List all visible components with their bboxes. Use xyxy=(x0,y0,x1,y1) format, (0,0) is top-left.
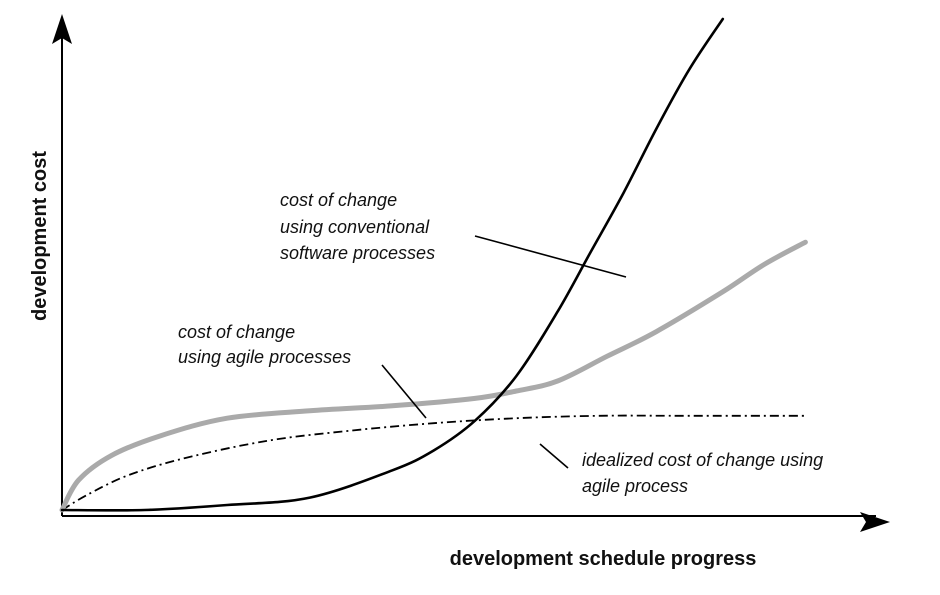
annotation-idealized-line-2: agile process xyxy=(582,476,688,496)
annotation-agile: cost of change using agile processes xyxy=(178,322,351,367)
annotation-conventional-line-1: cost of change xyxy=(280,190,397,210)
annotation-agile-line-1: cost of change xyxy=(178,322,295,342)
y-axis-arrow-icon xyxy=(52,14,72,44)
series-line-agile xyxy=(59,239,808,513)
annotation-idealized: idealized cost of change using agile pro… xyxy=(582,450,828,496)
annotation-conventional: cost of change using conventional softwa… xyxy=(280,190,435,263)
annotation-conventional-line-2: using conventional xyxy=(280,217,430,237)
x-axis-label: development schedule progress xyxy=(450,548,757,570)
annotation-agile-line-2: using agile processes xyxy=(178,347,351,367)
series-line-conventional xyxy=(60,17,725,512)
series-line-idealized xyxy=(61,414,806,511)
y-axis-label: development cost xyxy=(29,151,51,321)
leader-line-agile xyxy=(381,364,427,419)
annotation-idealized-line-1: idealized cost of change using xyxy=(582,450,823,470)
x-axis-arrow-icon xyxy=(860,512,890,532)
leader-line-idealized xyxy=(539,443,569,469)
leader-line-conventional xyxy=(474,235,627,278)
annotation-conventional-line-3: software processes xyxy=(280,243,435,263)
